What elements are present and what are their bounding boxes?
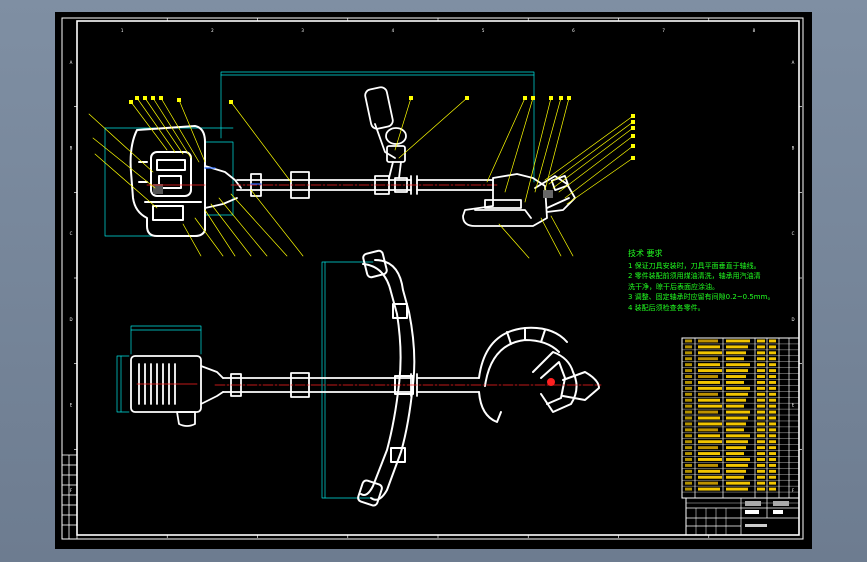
requirement-line: 3 调整、固定轴承时应留有间隙0.2~0.5mm。 [628, 293, 775, 301]
top-view-dimensions [104, 71, 535, 237]
bill-of-materials[interactable] [681, 337, 800, 499]
zone-label-top: 4 [392, 28, 395, 33]
outer-frame [61, 17, 804, 540]
top-view-leader-dots [129, 96, 635, 160]
gearbox-shaded-part [543, 190, 553, 198]
top-view [88, 71, 635, 259]
revision-block [61, 454, 78, 540]
top-view-blue-section [204, 167, 262, 185]
bottom-view-dimensions [116, 261, 374, 499]
guard-plan [478, 326, 600, 423]
zone-label-right: E [792, 403, 795, 408]
housing-shaded-part [153, 184, 163, 194]
engine-housing [129, 125, 206, 237]
zone-label-right: C [792, 231, 795, 236]
zone-label-top: 8 [753, 28, 756, 33]
zone-label-top: 7 [662, 28, 665, 33]
top-view-leaders [88, 97, 634, 259]
zone-label-right: A [792, 60, 795, 65]
requirement-line: 1 保证刀具安装时，刀具平面垂直于轴线。 [628, 261, 761, 270]
border-zone-labels: 1 2 3 4 5 6 7 8A A B B C C D D E E F F [69, 28, 794, 493]
engine-plan [130, 355, 224, 427]
handle-assembly [364, 86, 407, 179]
drive-shaft [204, 165, 494, 209]
border-ticks [74, 18, 802, 538]
zone-label-left: E [70, 403, 73, 408]
zone-label-left: C [70, 231, 73, 236]
title-block[interactable] [685, 497, 800, 536]
zone-label-top: 6 [572, 28, 575, 33]
zone-label-left: F [70, 488, 73, 493]
zone-label-left: A [70, 60, 73, 65]
assembly-drawing: 1 2 3 4 5 6 7 8A A B B C C D D E E F F [61, 17, 804, 540]
zone-label-left: B [70, 146, 73, 151]
zone-label-top: 3 [301, 28, 304, 33]
requirement-line: 4 装配后须检查各零件。 [628, 303, 705, 312]
zone-label-top: 2 [211, 28, 214, 33]
blade-center-mark [547, 378, 555, 386]
zone-label-right: B [792, 146, 795, 151]
requirement-line: 洗干净，晾干后表面应涂油。 [628, 282, 719, 291]
zone-label-top: 1 [121, 28, 124, 33]
zone-label-left: D [69, 317, 72, 322]
zone-label-right: F [792, 488, 795, 493]
bottom-view [116, 249, 602, 507]
zone-label-right: D [791, 317, 794, 322]
requirement-line: 2 零件装配前须用煤油清洗，轴承用汽油清 [628, 272, 761, 280]
technical-requirements: 技术 要求 1 保证刀具安装时，刀具平面垂直于轴线。 2 零件装配前须用煤油清洗… [628, 249, 788, 313]
gearbox-guard [462, 173, 576, 227]
bom-rows [682, 339, 799, 493]
zone-label-top: 5 [482, 28, 485, 33]
technical-requirements-title: 技术 要求 [628, 249, 663, 258]
